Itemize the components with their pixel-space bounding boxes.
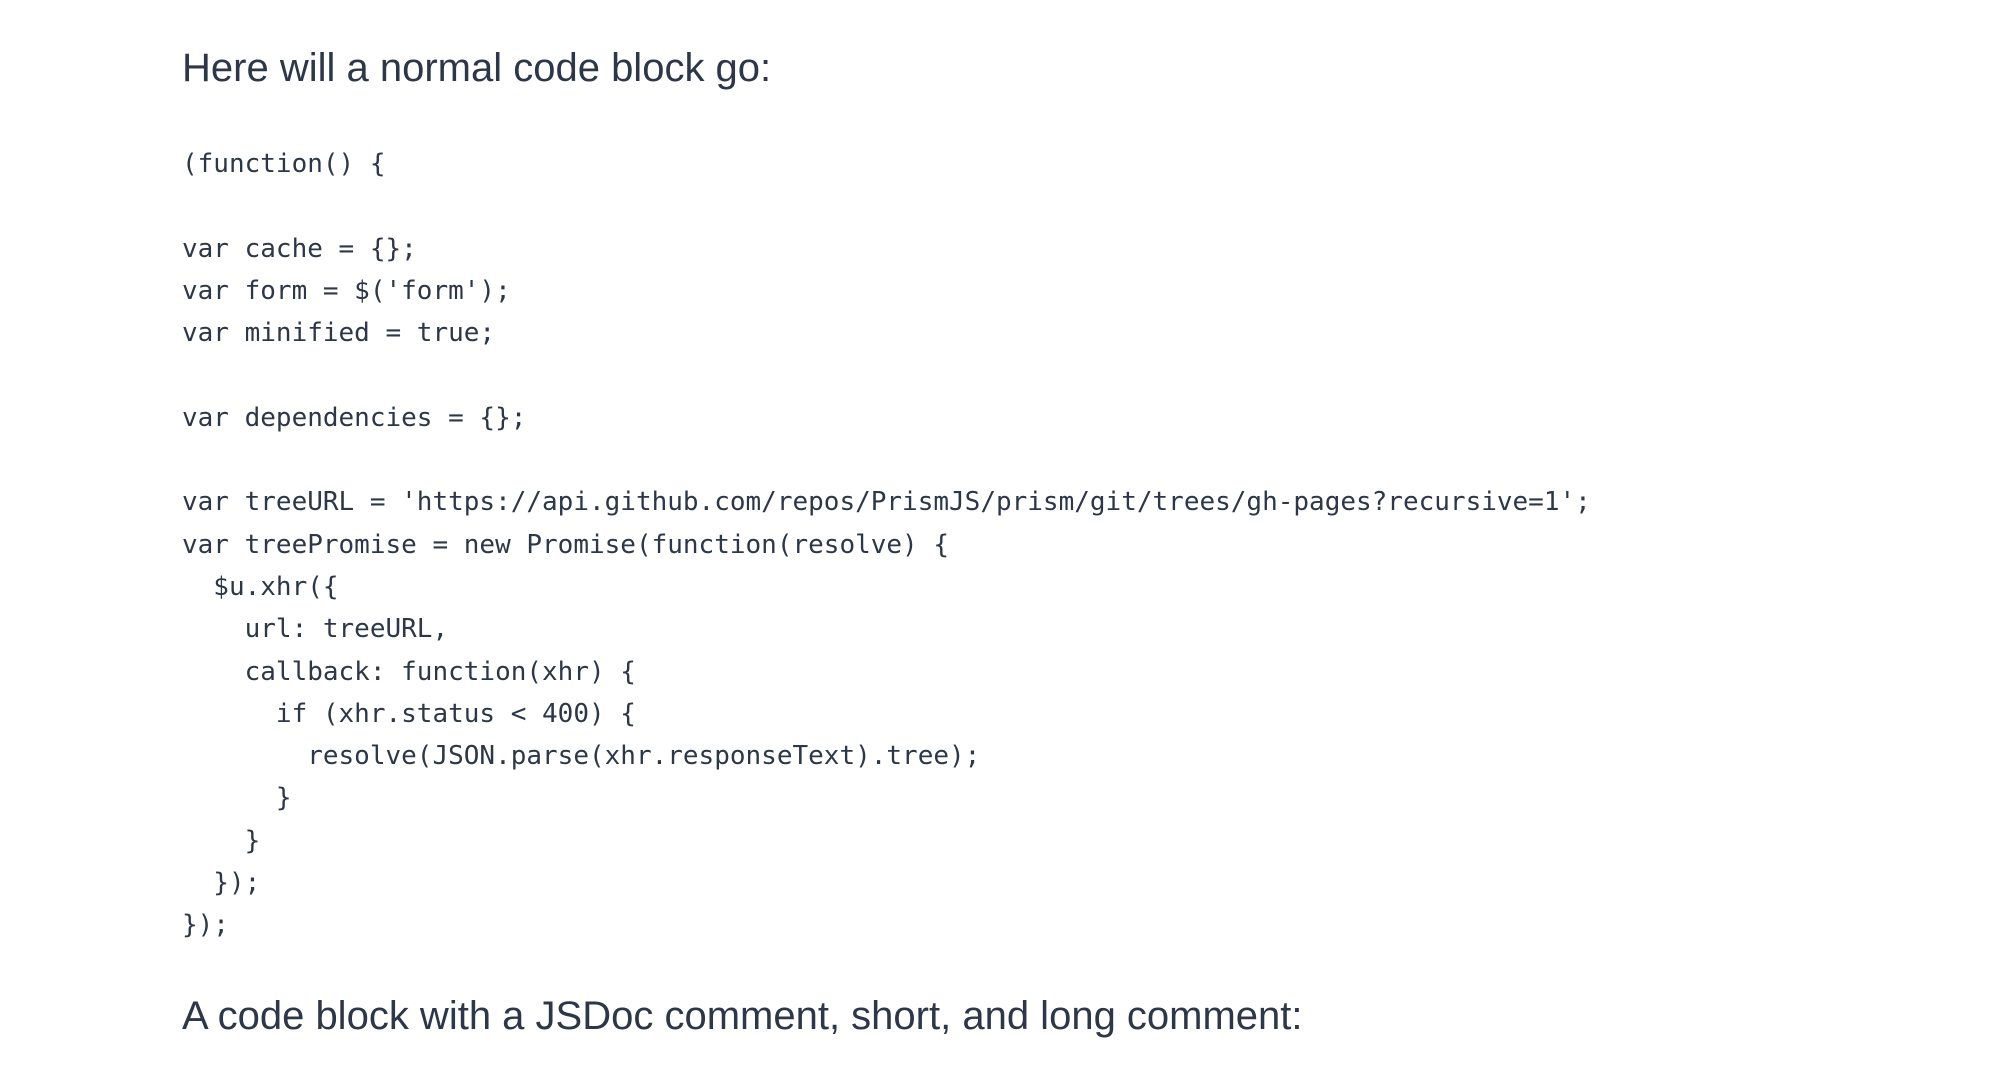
code-line: if (xhr.status < 400) {: [182, 698, 636, 729]
code-line: [182, 185, 1591, 227]
code-line: resolve(JSON.parse(xhr.responseText).tre…: [182, 741, 981, 772]
code-line: $u.xhr({: [182, 571, 339, 602]
code-line: [182, 354, 1591, 396]
code-block: (function() { var cache = {}; var form = $…: [182, 143, 1591, 947]
code-line: (function() {: [182, 149, 386, 179]
code-line: var minified = true;: [182, 318, 496, 349]
code-line: var cache = {};: [182, 233, 417, 264]
code-line: var form = $('form');: [182, 275, 511, 306]
code-line: url: treeURL,: [182, 614, 449, 645]
section-heading-jsdoc-code-block: A code block with a JSDoc comment, short…: [182, 994, 1303, 1038]
code-line: });: [182, 910, 229, 941]
code-line: [182, 439, 1591, 481]
code-line: var dependencies = {};: [182, 402, 527, 433]
code-line: callback: function(xhr) {: [182, 656, 636, 687]
code-line: var treeURL = 'https://api.github.com/re…: [182, 487, 1591, 518]
code-content: (function() { var cache = {}; var form = $…: [182, 143, 1591, 947]
code-line: var treePromise = new Promise(function(r…: [182, 529, 950, 560]
code-line: }: [182, 783, 292, 814]
section-heading-normal-code-block: Here will a normal code block go:: [182, 46, 772, 90]
code-line: });: [182, 868, 261, 899]
code-line: }: [182, 825, 261, 856]
